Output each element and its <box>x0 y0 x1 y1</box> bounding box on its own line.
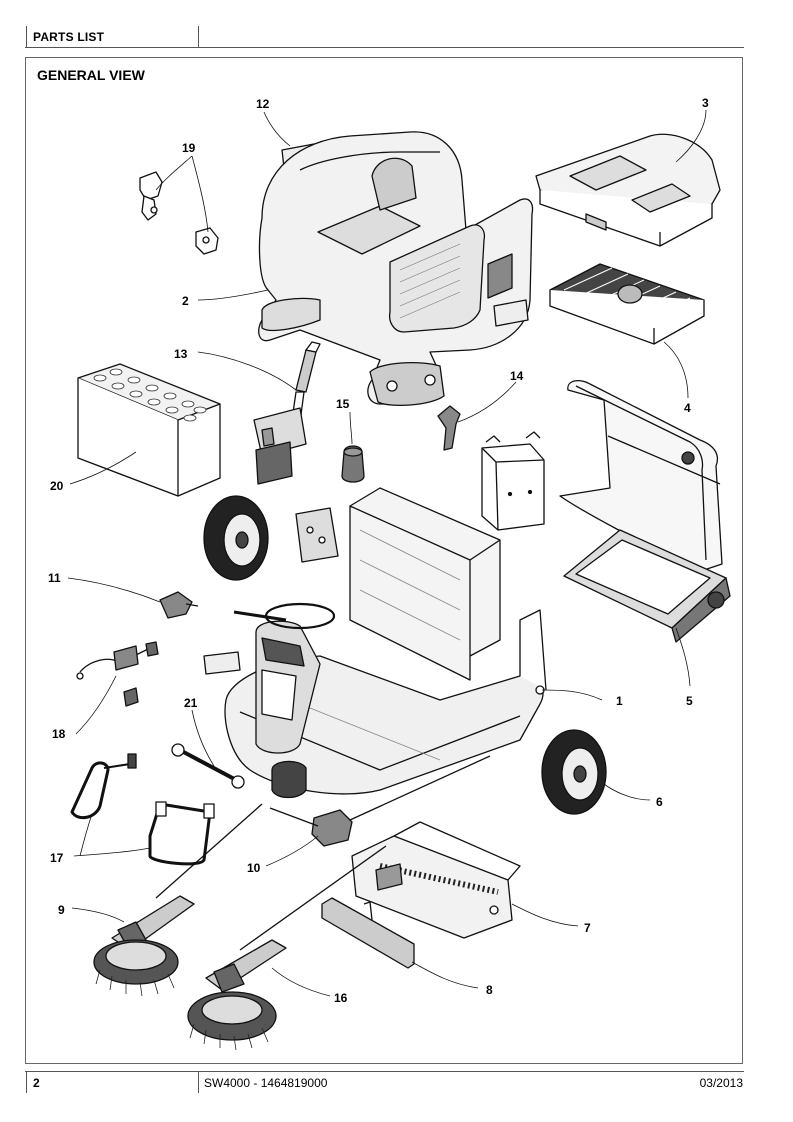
part-side-brush-16 <box>187 845 387 1051</box>
callout-11: 11 <box>48 571 61 585</box>
part-filter-4 <box>549 263 705 345</box>
part-hopper-cover-3 <box>535 133 721 247</box>
part-main-brush-7 <box>351 821 521 939</box>
header-rule <box>25 47 744 48</box>
part-hopper-5 <box>559 379 731 643</box>
header-divider-right <box>198 26 199 47</box>
callout-4: 4 <box>684 401 691 415</box>
part-wheel-left <box>203 495 269 581</box>
callout-19: 19 <box>182 141 196 155</box>
part-body-shell-2 <box>258 131 534 406</box>
callout-3: 3 <box>702 96 709 110</box>
part-battery-20 <box>77 363 221 497</box>
part-switch-11 <box>159 591 199 619</box>
callout-13: 13 <box>174 347 188 361</box>
model-code: SW4000 - 1464819000 <box>204 1076 328 1090</box>
callout-7: 7 <box>584 921 591 935</box>
part-wiring-18 <box>76 641 159 707</box>
page-title: GENERAL VIEW <box>37 67 145 83</box>
part-chassis-1 <box>224 487 547 795</box>
footer-rule <box>25 1071 744 1072</box>
callout-16: 16 <box>334 991 348 1005</box>
callout-18: 18 <box>52 727 66 741</box>
callout-8: 8 <box>486 983 493 997</box>
callout-10: 10 <box>247 861 261 875</box>
exploded-parts-diagram: 1 2 3 4 5 6 7 8 9 10 11 12 13 14 15 16 1… <box>48 96 731 1051</box>
callout-1: 1 <box>616 694 623 708</box>
callout-21: 21 <box>184 696 198 710</box>
page-number: 2 <box>33 1076 40 1090</box>
part-steering-column <box>233 602 336 799</box>
part-cap-15 <box>341 445 365 483</box>
part-actuator-13 <box>253 341 321 485</box>
leader-lines <box>67 109 707 997</box>
part-bracket-10 <box>269 755 491 847</box>
footer-divider-left <box>26 1071 27 1093</box>
callout-6: 6 <box>656 795 663 809</box>
callout-17: 17 <box>50 851 64 865</box>
part-side-brush-9 <box>93 803 263 997</box>
callout-5: 5 <box>686 694 693 708</box>
callout-2: 2 <box>182 294 189 308</box>
part-wheel-right <box>541 729 607 815</box>
callout-15: 15 <box>336 397 350 411</box>
part-linkage-21 <box>171 743 245 789</box>
callout-labels: 1 2 3 4 5 6 7 8 9 10 11 12 13 14 15 16 1… <box>48 96 709 1005</box>
part-decal-left <box>203 651 241 675</box>
callout-9: 9 <box>58 903 65 917</box>
part-rubber-flap-8 <box>321 897 415 969</box>
header-section-label: PARTS LIST <box>33 30 105 44</box>
callout-20: 20 <box>50 479 64 493</box>
part-brackets-19 <box>139 171 219 255</box>
part-control-box-14 <box>437 405 545 531</box>
part-electric-board <box>295 507 339 563</box>
callout-12: 12 <box>256 97 270 111</box>
callout-14: 14 <box>510 369 524 383</box>
part-decal-right <box>493 299 529 327</box>
footer-divider-right <box>198 1071 199 1093</box>
header-divider-left <box>26 26 27 47</box>
content-frame <box>25 57 743 1064</box>
revision-date: 03/2013 <box>699 1076 743 1090</box>
part-pedals-17 <box>70 753 215 866</box>
